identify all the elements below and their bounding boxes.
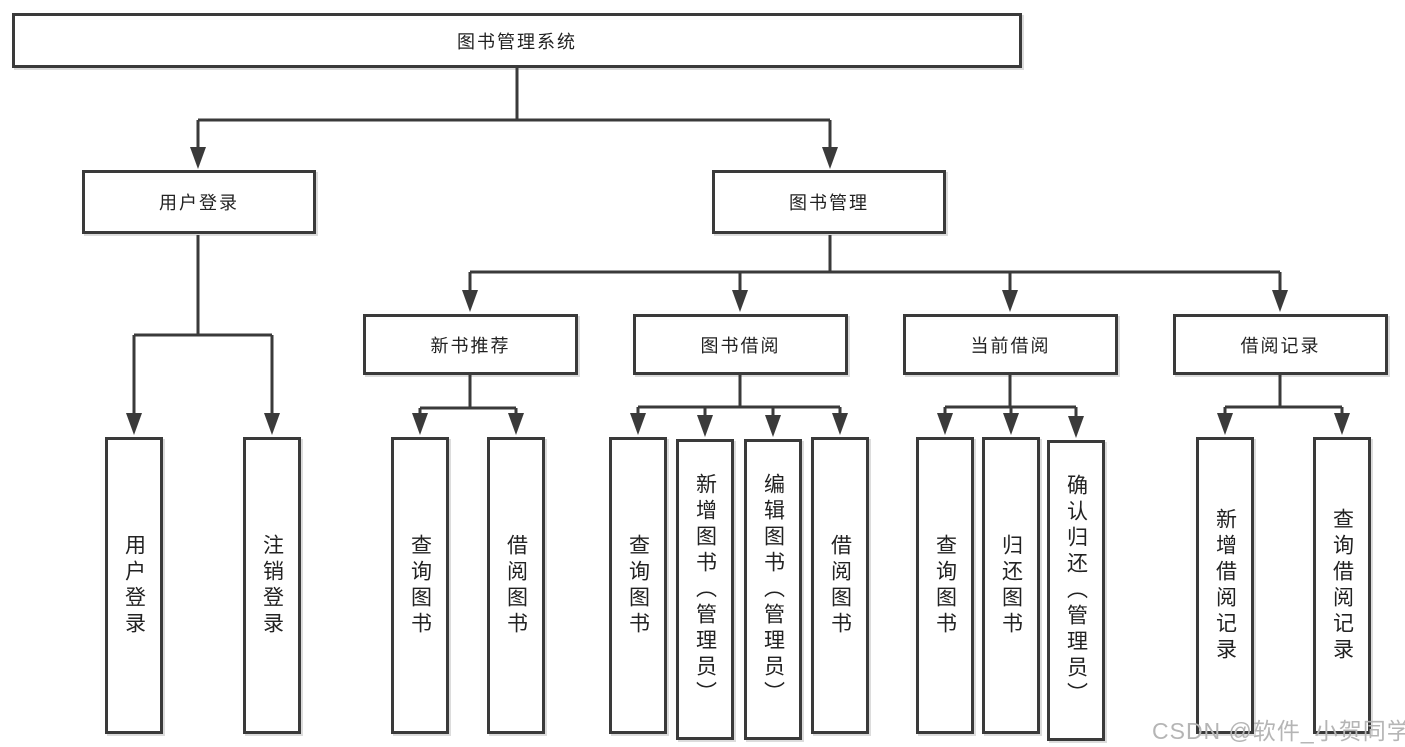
connector-book-management xyxy=(462,235,1288,312)
arrowhead-down-icon xyxy=(1334,413,1350,435)
arrowhead-down-icon xyxy=(126,413,142,435)
node-system-root: 图书管理系统 xyxy=(12,13,1022,68)
connector-root xyxy=(190,68,838,169)
leaf-current-query-books: 查询图书 xyxy=(916,437,974,734)
connector-new-book-recommend xyxy=(412,375,524,435)
connector-user-login xyxy=(126,235,280,435)
node-book-borrow: 图书借阅 xyxy=(633,314,848,375)
arrowhead-down-icon xyxy=(1003,413,1019,435)
arrowhead-down-icon xyxy=(264,413,280,435)
arrowhead-down-icon xyxy=(937,413,953,435)
arrowhead-down-icon xyxy=(412,413,428,435)
leaf-recommend-query-books: 查询图书 xyxy=(391,437,449,734)
arrowhead-down-icon xyxy=(832,413,848,435)
arrowhead-down-icon xyxy=(1002,290,1018,312)
arrowhead-down-icon xyxy=(462,290,478,312)
leaf-borrow-borrow-books: 借阅图书 xyxy=(811,437,869,734)
node-current-borrow: 当前借阅 xyxy=(903,314,1118,375)
connector-current-borrow xyxy=(937,375,1084,438)
node-book-management: 图书管理 xyxy=(712,170,946,234)
node-borrow-records: 借阅记录 xyxy=(1173,314,1388,375)
leaf-records-add-record: 新增借阅记录 xyxy=(1196,437,1254,734)
node-new-book-recommend: 新书推荐 xyxy=(363,314,578,375)
arrowhead-down-icon xyxy=(765,415,781,437)
arrowhead-down-icon xyxy=(697,415,713,437)
arrowhead-down-icon xyxy=(630,413,646,435)
leaf-borrow-add-books-admin: 新增图书（管理员） xyxy=(676,439,734,740)
leaf-records-query-record: 查询借阅记录 xyxy=(1313,437,1371,734)
leaf-user-login: 用户登录 xyxy=(105,437,163,734)
arrowhead-down-icon xyxy=(1272,290,1288,312)
connector-book-borrow xyxy=(630,375,848,437)
leaf-logout: 注销登录 xyxy=(243,437,301,734)
arrowhead-down-icon xyxy=(732,290,748,312)
arrowhead-down-icon xyxy=(1217,413,1233,435)
leaf-current-return-books: 归还图书 xyxy=(982,437,1040,734)
arrowhead-down-icon xyxy=(822,147,838,169)
leaf-current-confirm-return-admin: 确认归还（管理员） xyxy=(1047,440,1105,741)
arrowhead-down-icon xyxy=(190,147,206,169)
arrowhead-down-icon xyxy=(1068,416,1084,438)
leaf-recommend-borrow-books: 借阅图书 xyxy=(487,437,545,734)
csdn-watermark: CSDN @软件_小贺同学 xyxy=(1152,718,1405,744)
arrowhead-down-icon xyxy=(508,413,524,435)
node-user-login: 用户登录 xyxy=(82,170,316,234)
leaf-borrow-edit-books-admin: 编辑图书（管理员） xyxy=(744,439,802,740)
leaf-borrow-query-books: 查询图书 xyxy=(609,437,667,734)
connector-borrow-records xyxy=(1217,375,1350,435)
